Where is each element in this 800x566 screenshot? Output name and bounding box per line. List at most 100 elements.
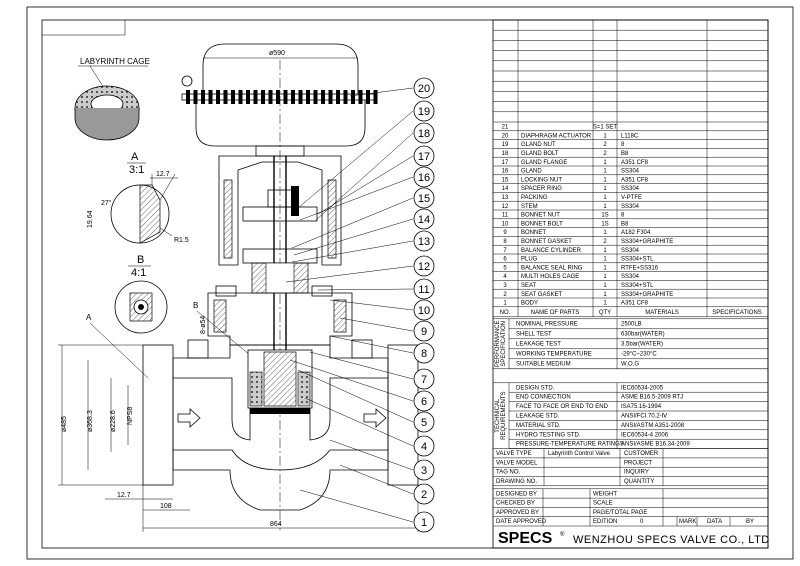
part-material: SS304+GRAPHITE [621,292,673,298]
dim-raised-face-height: 108 [160,503,172,510]
part-material: RTFE+SS316 [621,265,659,271]
part-qty: S=1 SET [593,125,618,131]
part-qty: 1 [603,169,607,175]
dim-nps: NPS8 [127,407,134,425]
diaphragm-actuator: ø590 [181,43,378,157]
part-qty: 2 [603,239,607,245]
spec-name: SUITABLE MEDIUM [516,361,571,367]
part-qty: 1 [603,204,607,210]
part-name: BONNET BOLT [521,221,563,227]
balloon-number: 13 [418,236,430,248]
part-material: 8 [621,142,625,148]
part-material: SS304+STL [621,283,654,289]
balloon-13: 13 [291,230,435,263]
part-name: GLAND FLANGE [521,160,567,166]
part-qty: 1 [603,257,607,263]
balloon-6: 6 [289,359,435,412]
section-label: PERFORMANCE [495,320,501,367]
bonnet [207,248,353,346]
balloon-18: 18 [315,122,435,221]
balloon-number: 17 [418,151,430,163]
detail-a-dim-width: 12.7 [156,171,170,178]
valve-body [142,339,419,511]
company-name: WENZHOU SPECS VALVE CO., LTD [573,534,770,546]
spec-value: 630bar(WATER) [621,331,665,337]
part-no: 8 [503,239,507,245]
header-materials: MATERIALS [645,310,679,316]
part-qty: 1 [603,230,607,236]
part-no: 13 [502,195,509,201]
part-qty: 1 [603,301,607,307]
part-no: 14 [502,186,509,192]
balloon-16: 16 [299,166,435,221]
part-material: V-PTFE [621,195,642,201]
spec-name: NOMINAL PRESSURE [516,321,578,327]
part-name: SPACER RING [521,186,562,192]
detail-b-scale: 4:1 [131,267,146,279]
part-qty: 1 [603,274,607,280]
balloon-1: 1 [299,489,435,533]
part-no: 3 [503,283,507,289]
part-material: A351 CF8 [621,177,649,183]
part-material: B8 [621,151,629,157]
balloon-number: 11 [418,284,429,296]
approval-key: CHECKED BY [496,501,535,507]
section-label: REQUIREMENTS [501,392,507,440]
info-key: VALVE MODEL [496,460,538,466]
balloon-9: 9 [339,317,435,342]
part-name: PLUG [521,257,538,263]
info-value: Labyrinth Control Valve [548,451,611,457]
approval-key-2: EDITION [593,519,617,525]
part-qty: 2 [603,142,607,148]
spec-name: LEAKAGE STD. [516,414,560,420]
detail-a-scale: 3:1 [129,164,144,176]
balloon-number: 14 [418,214,430,226]
part-no: 18 [502,151,509,157]
labyrinth-cage-detail: LABYRINTH CAGE [74,57,150,141]
info-key: DRAWING NO. [496,479,537,485]
dim-face-to-face: 864 [270,521,282,528]
balloon-number: 4 [421,441,427,453]
part-qty: 2 [603,151,607,157]
dim-flange-od: ø485 [61,416,68,432]
cage-label: LABYRINTH CAGE [80,57,150,66]
part-material: A351 CF8 [621,160,649,166]
part-name: BODY [521,301,538,307]
part-material: SS304 [621,186,640,192]
company-logo: SPECS [498,530,553,547]
spec-name: SHELL TEST [516,331,552,337]
spec-value: IEC60534-4 2006 [621,432,669,438]
balloon-7: 7 [309,351,435,390]
balloon-number: 18 [418,128,430,140]
part-name: GLAND NUT [521,142,556,148]
part-name: GLAND BOLT [521,151,559,157]
part-material: 8 [621,213,625,219]
balloon-number: 15 [418,193,430,205]
balloon-10: 10 [329,299,435,321]
header-no: NO. [500,310,511,316]
balloon-number: 10 [418,305,430,317]
balloon-number: 5 [421,417,427,429]
part-no: 10 [502,221,509,227]
part-name: BONNET [521,230,546,236]
spec-name: WORKING TEMPERATURE [516,351,592,357]
info-key-2: CUSTOMER [624,451,659,457]
dim-bolt-holes: 8-ø54 [200,316,207,334]
part-material: SS304+STL [621,257,654,263]
parts-row-18: 18 GLAND BOLT 2 B8 [502,151,629,157]
detail-a-dim-radius: R1.5 [174,237,189,244]
spec-value: 3.5bar(WATER) [621,341,663,347]
part-name: STEM [521,204,538,210]
balloon-8: 8 [329,335,435,364]
